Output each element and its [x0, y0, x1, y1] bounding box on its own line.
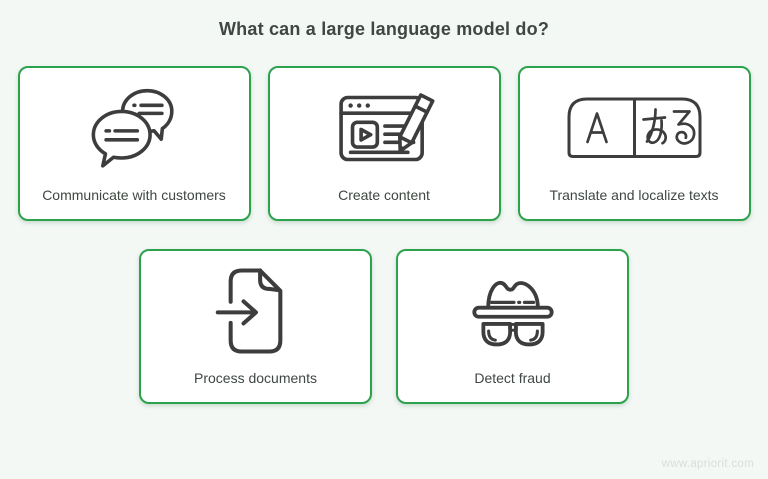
spy-incognito-icon-svg: [471, 280, 554, 346]
content-editor-icon-svg: [339, 92, 435, 161]
translate-icon: [520, 68, 749, 188]
watermark: www.apriorit.com: [661, 458, 754, 470]
card-label: Translate and localize texts: [549, 187, 719, 203]
page-title: What can a large language model do?: [218, 19, 550, 39]
document-import-icon: [141, 251, 370, 371]
translate-icon-svg: [567, 97, 701, 158]
cards-row-bottom: Process documents Detect fraud: [0, 249, 768, 404]
chat-bubbles-icon: [20, 68, 249, 188]
cards-row-top: Communicate with customers: [0, 66, 768, 221]
card-translate-texts: Translate and localize texts: [517, 66, 751, 221]
card-label: Detect fraud: [474, 370, 551, 386]
hiragana-aru-glyph: [641, 108, 695, 145]
card-label: Communicate with customers: [42, 187, 226, 203]
latin-a-glyph: [585, 112, 608, 144]
document-import-icon-svg: [215, 268, 283, 354]
pencil-icon: [397, 92, 435, 153]
card-detect-fraud: Detect fraud: [396, 249, 629, 404]
card-label: Process documents: [194, 370, 317, 386]
card-process-documents: Process documents: [139, 249, 372, 404]
spy-incognito-icon: [398, 251, 627, 371]
chat-bubbles-icon-svg: [91, 88, 174, 168]
content-editor-icon: [270, 68, 499, 188]
card-communicate-with-customers: Communicate with customers: [17, 66, 251, 221]
card-create-content: Create content: [267, 66, 501, 221]
card-label: Create content: [338, 187, 430, 203]
